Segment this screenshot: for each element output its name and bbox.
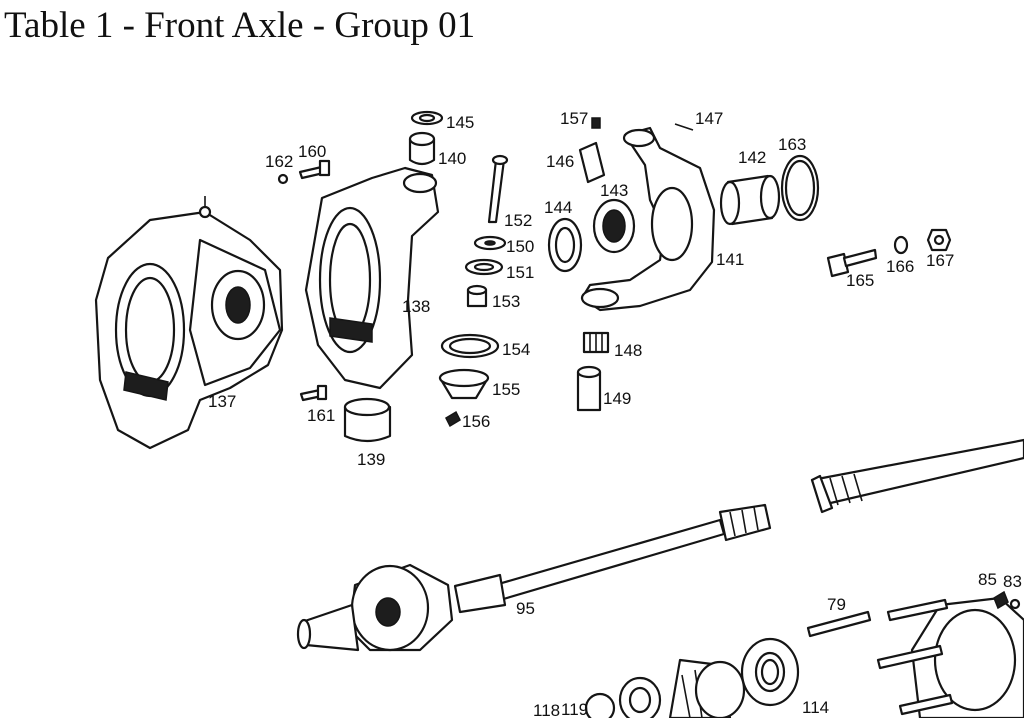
label-83: 83 <box>1003 572 1022 591</box>
label-152: 152 <box>504 211 532 230</box>
label-150: 150 <box>506 237 534 256</box>
label-147: 147 <box>695 109 723 128</box>
label-157: 157 <box>560 109 588 128</box>
label-85: 85 <box>978 570 997 589</box>
part-95-axle-shaft <box>296 503 772 652</box>
label-138: 138 <box>402 297 430 316</box>
part-140-bearing-sleeve <box>408 131 436 166</box>
label-95: 95 <box>516 599 535 618</box>
label-148: 148 <box>614 341 642 360</box>
label-119: 119 <box>561 700 588 718</box>
label-160: 160 <box>298 142 326 161</box>
label-155: 155 <box>492 380 520 399</box>
part-axle-shaft-long <box>810 438 1024 514</box>
part-156-grease-nipple <box>445 410 461 428</box>
part-162-nut <box>277 173 289 185</box>
part-165-bolt <box>826 248 878 278</box>
part-167-nut <box>926 228 952 252</box>
part-gear <box>668 658 746 718</box>
part-161-bolt <box>299 384 328 402</box>
part-142-bearing-cup <box>719 174 781 226</box>
part-118-119-bearing <box>584 676 662 718</box>
label-137: 137 <box>208 392 236 411</box>
label-118: 118 <box>533 701 560 718</box>
label-154: 154 <box>502 340 530 359</box>
part-141-steering-arm <box>580 126 716 312</box>
part-157-fitting <box>591 117 601 129</box>
part-147-pin <box>674 123 694 131</box>
part-160-bolt <box>298 159 331 180</box>
part-155-cup <box>438 368 490 400</box>
part-145-washer <box>410 110 444 126</box>
label-140: 140 <box>438 149 466 168</box>
label-151: 151 <box>506 263 534 282</box>
label-146: 146 <box>546 152 574 171</box>
label-167: 167 <box>926 251 954 270</box>
label-163: 163 <box>778 135 806 154</box>
part-152-king-pin <box>487 154 509 224</box>
part-150-washer <box>473 235 507 251</box>
part-139-bushing <box>343 397 392 443</box>
label-153: 153 <box>492 292 520 311</box>
part-149-bushing <box>576 365 602 412</box>
label-114: 114 <box>802 698 829 717</box>
part-166-washer <box>893 235 909 255</box>
label-139: 139 <box>357 450 385 469</box>
part-143-ring <box>592 198 636 254</box>
part-79-stud <box>806 610 872 638</box>
label-149: 149 <box>603 389 631 408</box>
label-161: 161 <box>307 406 335 425</box>
label-79: 79 <box>827 595 846 614</box>
label-156: 156 <box>462 412 490 431</box>
part-137-knuckle-housing <box>94 196 284 450</box>
part-83-washer <box>1009 598 1021 610</box>
label-142: 142 <box>738 148 766 167</box>
label-144: 144 <box>544 198 572 217</box>
part-138-steering-knuckle <box>304 166 440 390</box>
part-163-o-ring <box>780 154 820 222</box>
part-154-gasket <box>440 333 500 359</box>
part-151-washer <box>464 258 504 276</box>
label-143: 143 <box>600 181 628 200</box>
part-148-needle-bearing <box>582 331 610 354</box>
part-144-seal-ring <box>547 217 583 273</box>
label-141: 141 <box>716 250 744 269</box>
part-153-plug <box>466 284 488 308</box>
label-165: 165 <box>846 271 874 290</box>
page-title: Table 1 - Front Axle - Group 01 <box>4 5 476 46</box>
part-114-bearing <box>740 637 800 707</box>
part-85-bolt <box>993 590 1009 610</box>
part-wheel-hub <box>876 596 1024 718</box>
label-162: 162 <box>265 152 293 171</box>
label-145: 145 <box>446 113 474 132</box>
label-166: 166 <box>886 257 914 276</box>
part-146-sleeve <box>578 141 606 184</box>
